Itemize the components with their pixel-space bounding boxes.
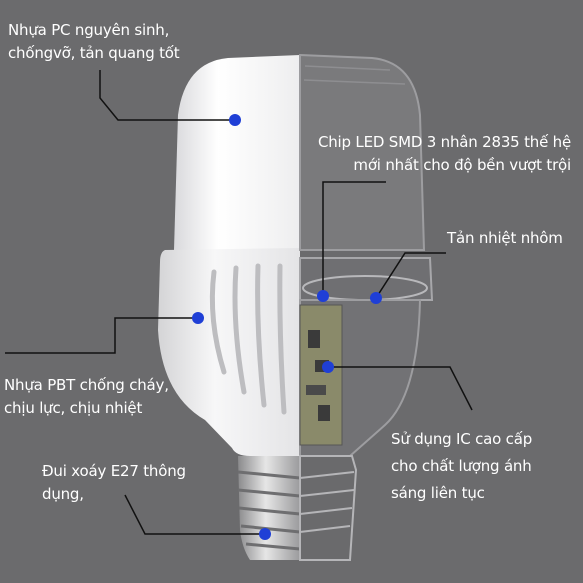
label-pc-plastic-line1: Nhựa PC nguyên sinh, — [8, 21, 170, 39]
label-led-chip: Chip LED SMD 3 nhân 2835 thế hệ mới nhất… — [318, 131, 571, 177]
label-e27-socket-line1: Đui xoáy E27 thông — [42, 462, 186, 480]
heat-sink-ring — [299, 257, 434, 301]
label-pbt-plastic-line2: chịu lực, chịu nhiệt — [4, 399, 143, 417]
label-ic-driver-line3: sáng liên tục — [391, 484, 485, 502]
label-e27-socket-line2: dụng, — [42, 485, 84, 503]
vent-slots — [209, 263, 287, 415]
dome-outline — [299, 53, 426, 251]
label-ic-driver-line2: cho chất lượng ánh — [391, 457, 532, 475]
screw-outline — [299, 455, 358, 561]
marker-pbt-plastic — [192, 312, 204, 324]
label-heat-sink-line1: Tản nhiệt nhôm — [447, 229, 563, 247]
bulb-exterior-half — [158, 55, 301, 560]
marker-led-chip — [317, 290, 329, 302]
dome-shell — [174, 55, 300, 250]
bulb-cutaway-half — [299, 53, 434, 561]
label-e27-socket: Đui xoáy E27 thông dụng, — [42, 460, 186, 506]
marker-heat-sink — [370, 292, 382, 304]
label-pbt-plastic-line1: Nhựa PBT chống cháy, — [4, 376, 169, 394]
label-ic-driver: Sử dụng IC cao cấp cho chất lượng ánh sá… — [391, 426, 532, 507]
label-pc-plastic-line2: chốngvỡ, tản quang tốt — [8, 44, 180, 62]
leader-lines — [5, 70, 473, 535]
label-ic-driver-line1: Sử dụng IC cao cấp — [391, 430, 533, 448]
marker-e27-socket — [259, 528, 271, 540]
label-led-chip-line1: Chip LED SMD 3 nhân 2835 thế hệ — [317, 133, 571, 151]
driver-board — [299, 304, 343, 446]
label-pc-plastic: Nhựa PC nguyên sinh, chốngvỡ, tản quang … — [8, 19, 180, 65]
screw-base — [237, 456, 301, 560]
marker-ic-driver — [322, 361, 334, 373]
marker-pc-plastic — [229, 114, 241, 126]
markers — [192, 114, 382, 540]
label-heat-sink: Tản nhiệt nhôm — [447, 227, 563, 250]
label-led-chip-line2: mới nhất cho độ bền vượt trội — [353, 156, 571, 174]
label-pbt-plastic: Nhựa PBT chống cháy, chịu lực, chịu nhiệ… — [4, 374, 169, 420]
